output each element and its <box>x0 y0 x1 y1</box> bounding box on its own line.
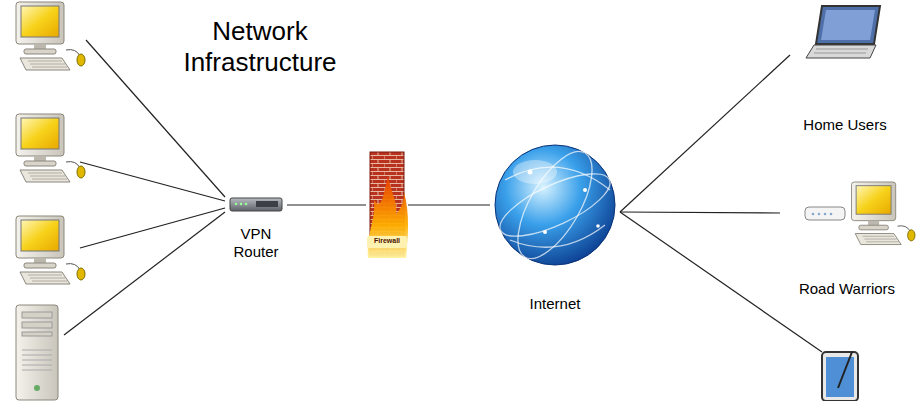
router-node: VPN Router <box>225 193 287 273</box>
node-label: Internet <box>490 295 620 313</box>
home-users-node: Home Users <box>790 3 900 143</box>
node-label: Home Users <box>790 116 900 134</box>
node-label: Firewall <box>366 237 408 245</box>
diagram-title: Network Infrastructure <box>140 16 380 78</box>
network-link <box>287 205 366 206</box>
internet-node: Internet <box>490 143 620 323</box>
firewall-node: Firewall <box>366 150 408 260</box>
node-label: VPN Router <box>225 225 287 261</box>
network-link <box>620 212 780 213</box>
network-link <box>408 205 490 206</box>
network-link <box>620 55 790 212</box>
road-warriors-node: Road Warriors <box>780 178 914 303</box>
node-label: Road Warriors <box>780 280 914 298</box>
